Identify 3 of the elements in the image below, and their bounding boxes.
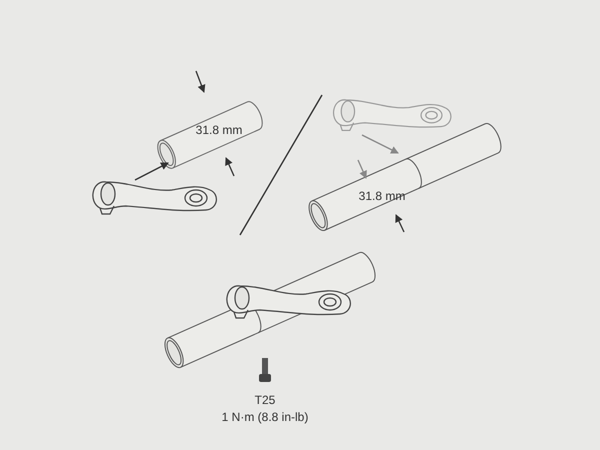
tool-size-label: T25 xyxy=(254,393,276,407)
dimension-label: 31.8 mm xyxy=(196,123,242,137)
torque-spec: 1 N·m (8.8 in-lb) xyxy=(222,410,308,424)
